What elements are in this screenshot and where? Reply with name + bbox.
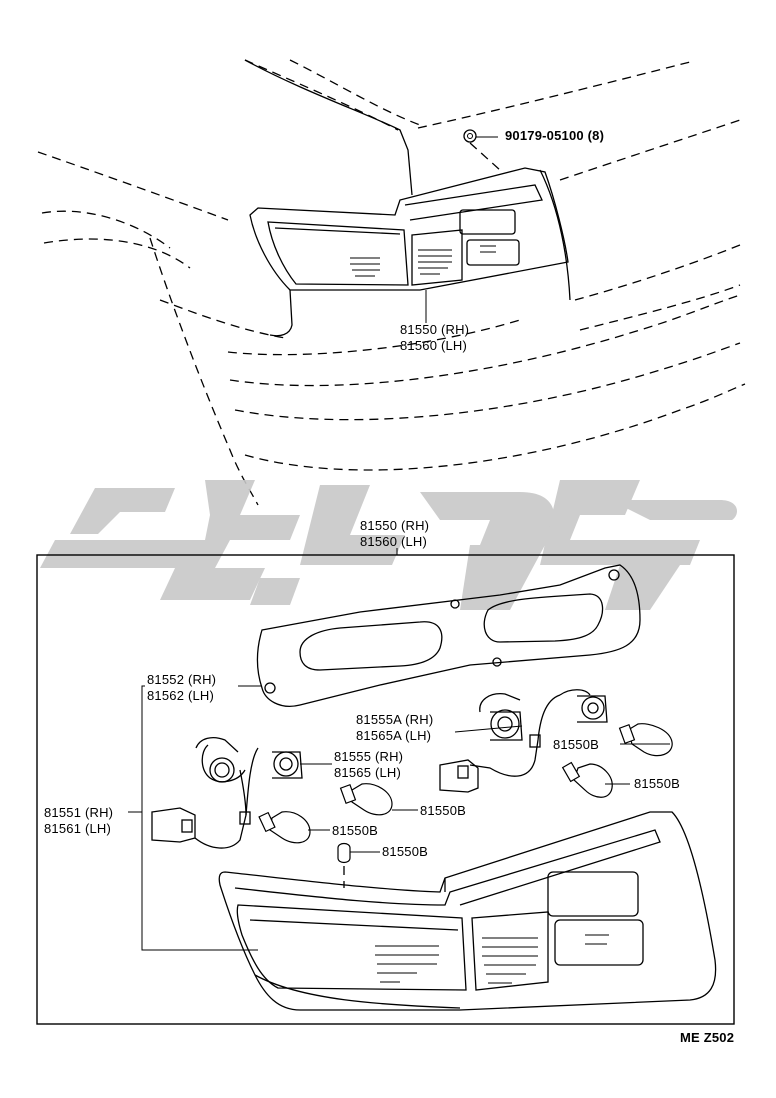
leader-socket-a [454,725,523,733]
bulb-1 [618,723,673,757]
bolt-label: 90179-05100 (8) [505,128,605,143]
socket-a-label-rh: 81555A (RH) [356,712,434,727]
leader-harness [141,685,258,951]
lens-top-label-rh: 81550 (RH) [400,322,470,337]
detail-box [36,554,735,1025]
gasket-label-lh: 81562 (LH) [147,688,215,703]
bulb-5 [337,842,351,864]
box-title-label-lh: 81560 (LH) [360,534,428,549]
gasket-part [256,564,641,707]
car-body-outline [37,59,746,506]
socket-label-rh: 81555 (RH) [334,749,404,764]
bolt-part [463,129,501,171]
bulb-3 [339,783,393,816]
socket-harness-right [439,689,608,793]
bulb-label-1: 81550B [553,737,600,752]
bulb-4 [258,811,311,844]
socket-harness-left [151,737,303,849]
bulb-label-2: 81550B [634,776,681,791]
socket-label-lh: 81565 (LH) [334,765,402,780]
bulbs [258,723,673,864]
lens-top-label-lh: 81560 (LH) [400,338,468,353]
footer-code: ME Z502 [680,1030,735,1045]
box-title-label-rh: 81550 (RH) [360,518,430,533]
bulb-2 [561,761,613,798]
socket-a-label-lh: 81565A (LH) [356,728,432,743]
installed-rear-lamp [249,167,569,337]
bulb-label-4: 81550B [332,823,379,838]
harness-label-lh: 81561 (LH) [44,821,112,836]
exploded-rear-lamp [218,811,717,1011]
watermark [40,480,737,610]
harness-label-rh: 81551 (RH) [44,805,114,820]
bulb-label-5: 81550B [382,844,429,859]
gasket-label-rh: 81552 (RH) [147,672,217,687]
bulb-label-3: 81550B [420,803,467,818]
